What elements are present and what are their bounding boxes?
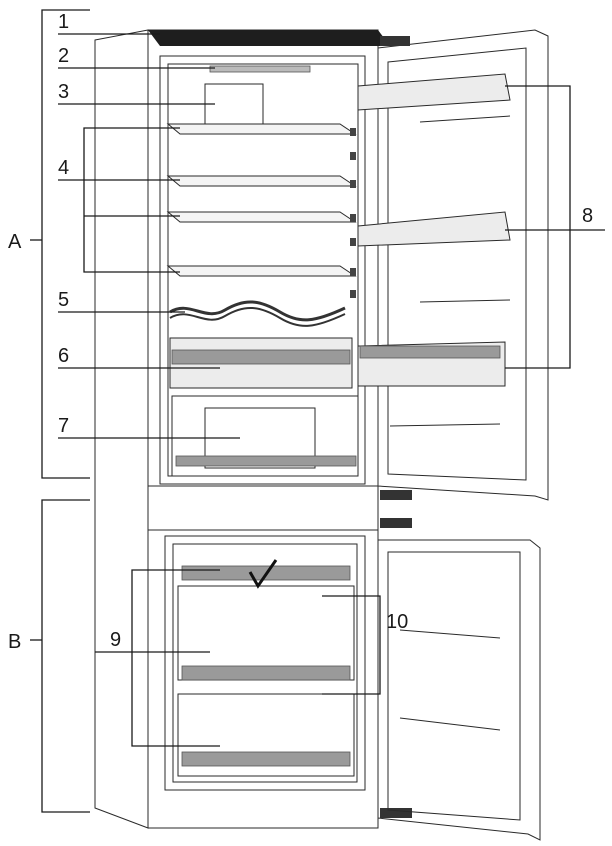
fridge-door [357,29,549,501]
callout-6: 6 [58,345,69,367]
chiller-drawer [171,395,359,477]
freezer-drawers [177,565,355,777]
callout-1: 1 [58,11,69,33]
zone-a-label: A [8,231,22,253]
callout-2: 2 [58,45,69,67]
shelf-supports [350,128,356,298]
zone-a-bracket [30,9,90,479]
freezer-door [377,539,541,841]
hinges [380,36,412,818]
crisper-drawer [169,337,353,389]
glass-shelves [166,123,357,277]
interior-light [209,65,311,73]
zone-b-label: B [8,631,21,653]
zone-b-bracket [30,499,90,813]
bottle-rack [169,300,346,322]
check-mark-icon [248,559,278,589]
callout-8: 8 [582,205,593,227]
callout-3: 3 [58,81,69,103]
control-panel [148,30,390,46]
leader-lines [58,33,605,747]
callout-5: 5 [58,289,69,311]
callout-9: 9 [110,629,121,651]
callout-4: 4 [58,157,69,179]
cabinet [94,29,390,829]
callout-10: 10 [386,611,408,633]
callout-7: 7 [58,415,69,437]
